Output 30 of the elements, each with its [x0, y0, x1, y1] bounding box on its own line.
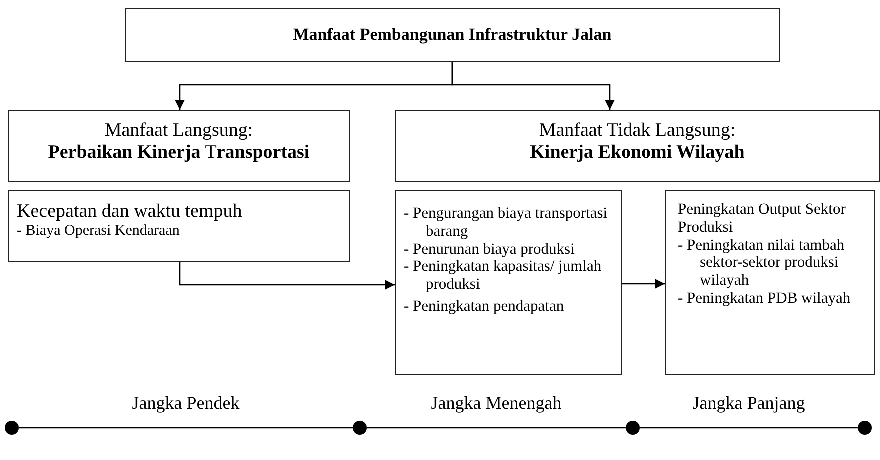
text-box [395, 190, 622, 375]
list-item: - Peningkatan pendapatan [404, 298, 566, 316]
list-item: - Biaya Operasi Kendaraan [17, 223, 181, 240]
subheading-text: Kinerja Ekonomi Wilayah [529, 142, 746, 164]
list-item: - Peningkatan nilai tambah sektor-sektor produksi wilayah [678, 236, 846, 290]
timeline-dot [5, 421, 19, 435]
timeline-dot [858, 421, 872, 435]
body-text: Peningkatan Output Sektor Produksi [678, 201, 847, 237]
body-text: Kecepatan dan waktu tempuh [17, 201, 244, 223]
list-item: - Penurunan biaya produksi [404, 240, 576, 258]
text-box [665, 190, 875, 375]
list-item: - Peningkatan PDB wilayah [678, 290, 852, 308]
subheading-text: Perbaikan Kinerja Transportasi [47, 142, 311, 164]
heading-text: Manfaat Langsung: [104, 120, 254, 142]
arrow [452, 62, 615, 110]
list-item: - Pengurangan biaya transportasi barang [404, 205, 609, 241]
arrow [179, 262, 395, 290]
timeline-dot [626, 421, 640, 435]
timeline-dot [353, 421, 367, 435]
timeline-line [367, 427, 626, 429]
list-item: - Peningkatan kapasitas/ jumlah produksi [404, 258, 603, 294]
heading-text: Manfaat Tidak Langsung: [538, 120, 737, 142]
timeline-line [640, 427, 858, 429]
category-box [8, 110, 350, 182]
timeline-line [19, 427, 353, 429]
title-box [125, 8, 780, 62]
title-text: Manfaat Pembangunan Infrastruktur Jalan [293, 25, 612, 45]
text-box [8, 190, 350, 262]
category-box [395, 110, 880, 182]
arrow [622, 279, 665, 289]
